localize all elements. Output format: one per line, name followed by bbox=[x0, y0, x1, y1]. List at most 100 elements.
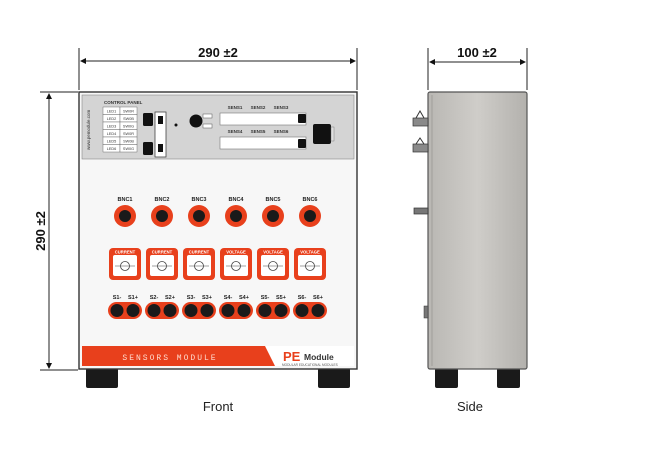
terminal-label-plus: S2+ bbox=[165, 295, 175, 301]
bnc-center bbox=[193, 210, 205, 222]
terminal-label-minus: S1- bbox=[113, 295, 122, 301]
sensor-connector-2[interactable] bbox=[298, 139, 306, 148]
knob-label-bottom bbox=[202, 123, 213, 129]
terminal-socket-plus[interactable] bbox=[126, 304, 140, 317]
terminal-socket-minus[interactable] bbox=[221, 304, 235, 317]
terminal-socket-minus[interactable] bbox=[258, 304, 272, 317]
sensor-name-label: SENS2 bbox=[251, 105, 266, 110]
sensor-box-window bbox=[150, 255, 174, 276]
terminal-socket-minus[interactable] bbox=[110, 304, 124, 317]
led-table-text: LED4 bbox=[107, 132, 117, 136]
bnc-center bbox=[230, 210, 242, 222]
dimension-front-height: 290 ±2 bbox=[33, 91, 78, 371]
side-caption: Side bbox=[457, 399, 483, 414]
terminal-label-plus: S4+ bbox=[239, 295, 249, 301]
terminal-label-minus: S4- bbox=[224, 295, 233, 301]
sensor-name-label: SENS3 bbox=[274, 105, 289, 110]
terminal-socket-plus[interactable] bbox=[274, 304, 288, 317]
front-width-label: 290 ±2 bbox=[198, 45, 238, 60]
led-table-cell bbox=[119, 144, 138, 153]
led-table-text: LED2 bbox=[107, 117, 117, 121]
bnc-center bbox=[156, 210, 168, 222]
bnc-center bbox=[304, 210, 316, 222]
terminal-socket-minus[interactable] bbox=[184, 304, 198, 317]
led-indicator bbox=[174, 123, 178, 127]
led-table-text: LED3 bbox=[107, 125, 117, 129]
sensor-display-1 bbox=[219, 112, 307, 126]
front-caption: Front bbox=[203, 399, 234, 414]
led-table-text: LED1 bbox=[107, 110, 117, 114]
side-latch-bottom bbox=[412, 137, 429, 153]
terminal-label-minus: S6- bbox=[298, 295, 307, 301]
terminal-socket-plus[interactable] bbox=[237, 304, 251, 317]
led-table-text: SW0G bbox=[123, 147, 134, 151]
terminal-label-minus: S3- bbox=[187, 295, 196, 301]
side-enclosure bbox=[427, 91, 528, 370]
sensor-box-label: VOLTAGE bbox=[263, 250, 283, 255]
side-bnc-stub bbox=[413, 207, 429, 215]
led-table-text: SW0R bbox=[123, 132, 134, 136]
sensor-name-label: SENS4 bbox=[228, 129, 243, 134]
led-table-text: SW0G bbox=[123, 125, 134, 129]
sensor-display-2 bbox=[219, 136, 307, 150]
sensor-box-window bbox=[298, 255, 322, 276]
usb-port[interactable] bbox=[313, 124, 331, 144]
dimension-front-width: 290 ±2 bbox=[78, 45, 358, 90]
brand-module: Module bbox=[304, 352, 334, 362]
terminal-socket-plus[interactable] bbox=[163, 304, 177, 317]
sensor-connector-1[interactable] bbox=[298, 114, 306, 123]
side-view bbox=[412, 91, 528, 388]
sensor-box-window bbox=[113, 255, 137, 276]
bnc-label: BNC4 bbox=[229, 197, 245, 203]
slot-terminal-bottom bbox=[158, 144, 163, 152]
terminal-socket-plus[interactable] bbox=[311, 304, 325, 317]
knob-label-top bbox=[202, 113, 213, 119]
sensor-box-window bbox=[224, 255, 248, 276]
footer-red-band bbox=[82, 346, 275, 366]
led-table-text: SW0B bbox=[123, 117, 134, 121]
terminal-label-plus: S1+ bbox=[128, 295, 138, 301]
terminal-socket-minus[interactable] bbox=[295, 304, 309, 317]
led-table-text: LED6 bbox=[107, 147, 117, 151]
module-name: SENSORS MODULE bbox=[122, 354, 217, 363]
sensor-name-label: SENS6 bbox=[274, 129, 289, 134]
sensor-box-label: VOLTAGE bbox=[226, 250, 246, 255]
usb-port-edge bbox=[330, 126, 335, 142]
terminal-label-plus: S3+ bbox=[202, 295, 212, 301]
control-panel-title: CONTROL PANEL bbox=[104, 100, 143, 105]
side-foot-right bbox=[497, 368, 520, 388]
terminal-label-plus: S6+ bbox=[313, 295, 323, 301]
bnc-label: BNC5 bbox=[266, 197, 281, 203]
side-terminal-stub bbox=[423, 305, 429, 319]
terminal-row: S1- S1+ S2- S2+ S3- S3+ S4- S4+ S5- S5+ S6- S6+ bbox=[108, 295, 327, 319]
panel-connector-2[interactable] bbox=[143, 142, 153, 155]
slot-terminal-top bbox=[158, 116, 163, 124]
front-height-label: 290 ±2 bbox=[33, 211, 48, 251]
brand-tagline: MODULAR EDUCATIONAL MODULES bbox=[282, 363, 338, 367]
bnc-label: BNC1 bbox=[118, 197, 133, 203]
sensor-box-window bbox=[187, 255, 211, 276]
bnc-label: BNC6 bbox=[303, 197, 318, 203]
terminal-socket-minus[interactable] bbox=[147, 304, 161, 317]
website-text: www.pemodule.com bbox=[86, 109, 91, 150]
side-foot-left bbox=[435, 368, 458, 388]
brand-pe: PE bbox=[283, 349, 301, 364]
panel-module-slot bbox=[154, 111, 167, 158]
terminal-label-minus: S5- bbox=[261, 295, 270, 301]
panel-connector-1[interactable] bbox=[143, 113, 153, 126]
front-foot-left bbox=[86, 368, 118, 388]
sensor-box-label: CURRENT bbox=[189, 250, 210, 255]
terminal-label-minus: S2- bbox=[150, 295, 159, 301]
dimension-side-width: 100 ±2 bbox=[427, 45, 528, 90]
terminal-socket-plus[interactable] bbox=[200, 304, 214, 317]
terminal-label-plus: S5+ bbox=[276, 295, 286, 301]
side-width-label: 100 ±2 bbox=[457, 45, 497, 60]
power-knob[interactable] bbox=[189, 114, 203, 128]
led-table-text: SW0R bbox=[123, 110, 134, 114]
led-table-text: LED5 bbox=[107, 140, 117, 144]
